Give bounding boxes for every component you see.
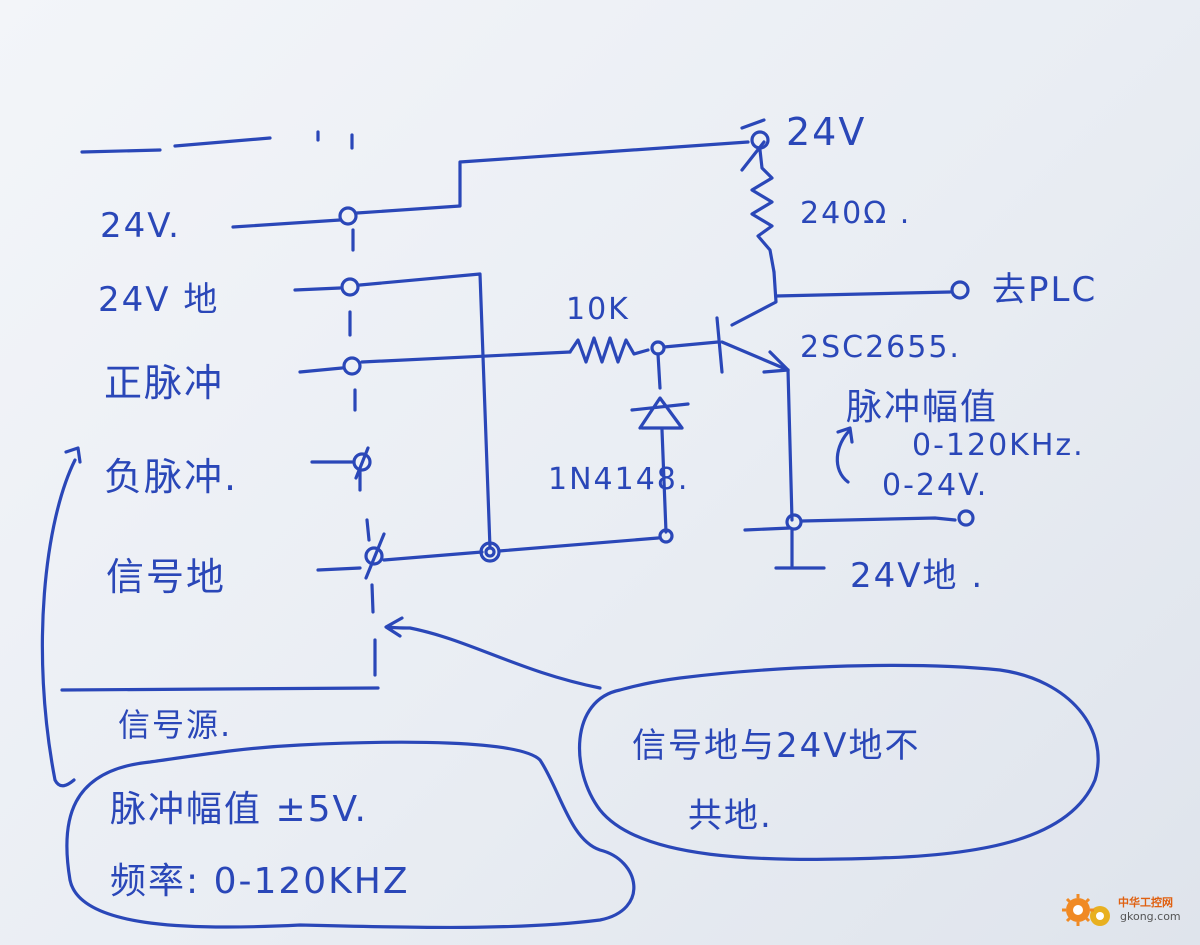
label-signal-ground: 信号地 [106,555,227,599]
output-spec-frequency: 0-120KHz. [912,428,1085,463]
source-note-bubble [65,740,636,930]
label-signal-source: 信号源. [118,706,233,744]
wire-emitter-out [743,526,792,532]
wire-24v-gnd [358,272,492,550]
ground-note-bubble [577,663,1100,861]
sig-gnd-stroke [364,532,386,580]
wire-sig-gnd-in [316,566,362,572]
label-24v-gnd: 24V 地 [98,280,220,320]
source-note-frequency: 频率: 0-120KHZ [110,861,410,902]
output-spec-amplitude: 0-24V. [882,468,989,503]
watermark-url: gkong.com [1120,910,1181,923]
source-note-amplitude: 脉冲幅值 ±5V. [110,789,368,830]
watermark-logo: 中华工控网 gkong.com [1060,882,1190,932]
ground-note-line1: 信号地与24V地不 [632,726,921,766]
terminal-neg-pulse [352,452,372,472]
label-24v: 24V. [100,206,181,246]
terminal-plc [950,280,970,300]
label-diode: 1N4148. [548,462,690,497]
label-resistor-10k: 10K [566,292,630,327]
arrow-spec-pointer [835,426,854,484]
wire-pulse-out [800,516,957,523]
transistor-base-bar [715,316,724,374]
label-supply-24v: 24V [786,110,867,154]
output-spec-title: 脉冲幅值 [846,387,999,428]
terminal-strip-dashed-line [316,130,377,677]
node-base [650,340,666,356]
top-boundary-line [80,136,272,154]
terminal-pulse-out [957,509,975,527]
terminal-pos-pulse [342,356,362,376]
node-sig-gnd-b [658,528,674,544]
transistor-emitter [720,340,790,372]
wire-sig-gnd [382,550,484,562]
supply-stroke [740,118,766,172]
arrow-ground-note [384,616,602,690]
gear-icon [1062,894,1110,926]
wire-sig-gnd-b [497,536,660,553]
node-sig-gnd-a-inner [484,546,496,558]
wire-collector [730,270,778,327]
diode-body [630,396,690,430]
wire-pos-pulse [360,350,572,364]
terminal-24v [338,206,358,226]
node-emitter-out [785,513,803,531]
terminal-24v-gnd [340,277,360,297]
wire-24v-supply [355,140,750,215]
terminal-sig-gnd [364,546,384,566]
label-transistor: 2SC2655. [800,330,961,365]
ground-note-line2: 共地. [688,796,773,836]
resistor-240 [750,148,776,274]
label-negative-pulse: 负脉冲. [104,455,239,499]
resistor-10k [568,336,650,364]
wire-pos-pulse-in [298,366,344,374]
label-to-plc: 去PLC [992,270,1098,310]
wire-diode-top [656,352,662,390]
wire-diode-bottom [660,428,668,534]
label-output-ground: 24V地 . [850,556,985,596]
wire-emitter-down [786,368,794,522]
watermark-cn: 中华工控网 [1118,896,1173,909]
arrow-signal-source [40,446,82,788]
bottom-boundary-line [60,686,380,692]
neg-pulse-stroke [354,446,370,480]
wire-24v-in [231,218,342,229]
label-resistor-240: 240Ω . [800,196,912,231]
wire-base [662,340,720,349]
label-positive-pulse: 正脉冲 [104,361,225,405]
wire-24v-gnd-in [293,286,342,292]
wire-to-plc [774,290,952,298]
